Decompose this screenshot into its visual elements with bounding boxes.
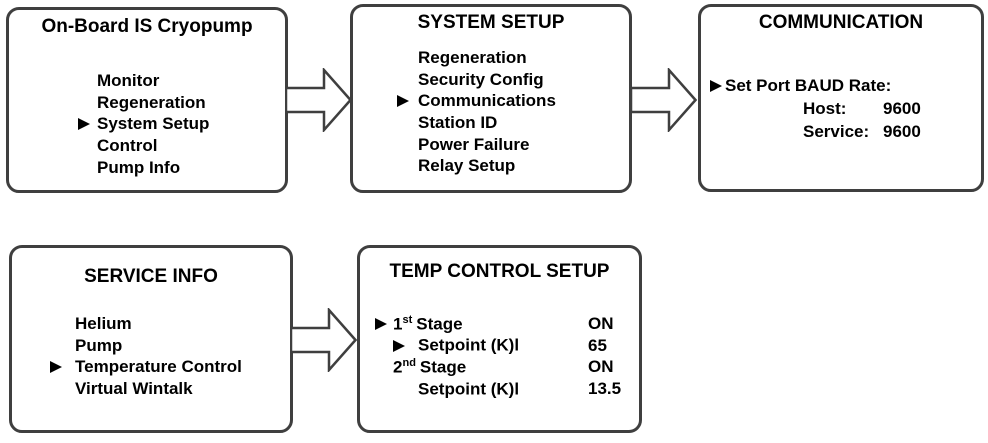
host-label: Host: [803,98,847,118]
selection-pointer-icon [78,118,90,131]
ordinal-suffix: st [402,313,413,326]
panel-title: SYSTEM SETUP [417,12,565,33]
selection-pointer-icon [375,317,387,330]
selection-pointer-icon [50,361,62,374]
menu-item-label: Regeneration [418,47,527,67]
panel-main-menu: On-Board IS Cryopump Monitor Regeneratio… [6,7,288,193]
menu-item-label: Communications [418,91,556,111]
host-baud-row: Host: 9600 [701,99,981,121]
first-stage-state: ON [588,313,614,333]
host-baud-value: 9600 [883,98,921,118]
second-stage-state: ON [588,357,614,377]
prompt-label: Set Port BAUD Rate: [725,75,892,95]
menu-item-label: Helium [75,313,132,333]
service-baud-value: 9600 [883,122,921,142]
service-label: Service: [803,122,870,142]
baud-rate-prompt: Set Port BAUD Rate: [701,75,981,97]
flow-arrow-icon [286,68,352,132]
menu-item-pump-info: Pump Info [78,157,285,179]
menu-item-relay-setup: Relay Setup [397,155,629,177]
panel-service-info: SERVICE INFO Helium Pump Temperature Con… [9,245,293,433]
setting-label: Stage [416,314,463,334]
selection-pointer-icon [393,339,405,352]
first-stage-setpoint-row: Setpoint (K)l 65 [375,335,639,357]
selection-pointer-icon [710,79,722,92]
menu-item-pump: Pump [50,335,290,357]
flow-arrow-icon [631,68,697,132]
menu-item-power-failure: Power Failure [397,134,629,156]
menu-item-label: Temperature Control [75,357,242,377]
setting-label: Stage [419,357,467,377]
menu-item-regeneration: Regeneration [397,47,629,69]
panel-title: SERVICE INFO [84,266,218,287]
menu-item-label: Relay Setup [418,156,516,176]
menu-item-label: Power Failure [418,134,530,154]
menu-item-virtual-wintalk: Virtual Wintalk [50,378,290,400]
flow-arrow-icon [291,308,357,372]
menu-item-security-config: Security Config [397,69,629,91]
setting-label: Setpoint (K)l [418,335,520,355]
panel-system-setup: SYSTEM SETUP Regeneration Security Confi… [350,4,632,193]
panel-title: TEMP CONTROL SETUP [389,261,610,282]
menu-item-helium: Helium [50,313,290,335]
menu-item-control: Control [78,135,285,157]
setting-label: Setpoint (K)l [418,379,520,399]
menu-item-label: Station ID [418,112,498,132]
panel-communication: COMMUNICATION Set Port BAUD Rate: Host: … [698,4,984,192]
panel-title: COMMUNICATION [758,12,924,33]
second-stage-setpoint-row: Setpoint (K)l 13.5 [375,378,639,400]
menu-item-label: Virtual Wintalk [75,378,193,398]
menu-item-label: Monitor [97,70,160,90]
panel-title: On-Board IS Cryopump [41,16,253,37]
ordinal: 1 [393,314,403,334]
menu-item-label: System Setup [97,114,210,134]
selection-pointer-icon [397,95,409,108]
menu-item-communications: Communications [397,90,629,112]
menu-item-label: Control [97,135,158,155]
menu-item-system-setup: System Setup [78,113,285,135]
menu-item-station-id: Station ID [397,112,629,134]
menu-list: Regeneration Security Config Communicati… [353,47,629,177]
menu-item-regeneration: Regeneration [78,92,285,114]
menu-item-label: Regeneration [97,92,206,112]
second-stage-setpoint-value: 13.5 [588,378,622,398]
first-stage-setpoint-value: 65 [588,335,607,355]
menu-item-label: Security Config [418,69,544,89]
menu-item-label: Pump [75,335,123,355]
baud-rate-section: Set Port BAUD Rate: Host: 9600 Service: … [701,75,981,144]
ordinal: 2 [393,357,403,377]
menu-item-label: Pump Info [97,157,181,177]
service-baud-row: Service: 9600 [701,122,981,144]
menu-list: Helium Pump Temperature Control Virtual … [12,313,290,400]
menu-list: Monitor Regeneration System Setup Contro… [9,70,285,178]
ordinal-suffix: nd [402,356,416,369]
menu-item-monitor: Monitor [78,70,285,92]
menu-item-temperature-control: Temperature Control [50,356,290,378]
